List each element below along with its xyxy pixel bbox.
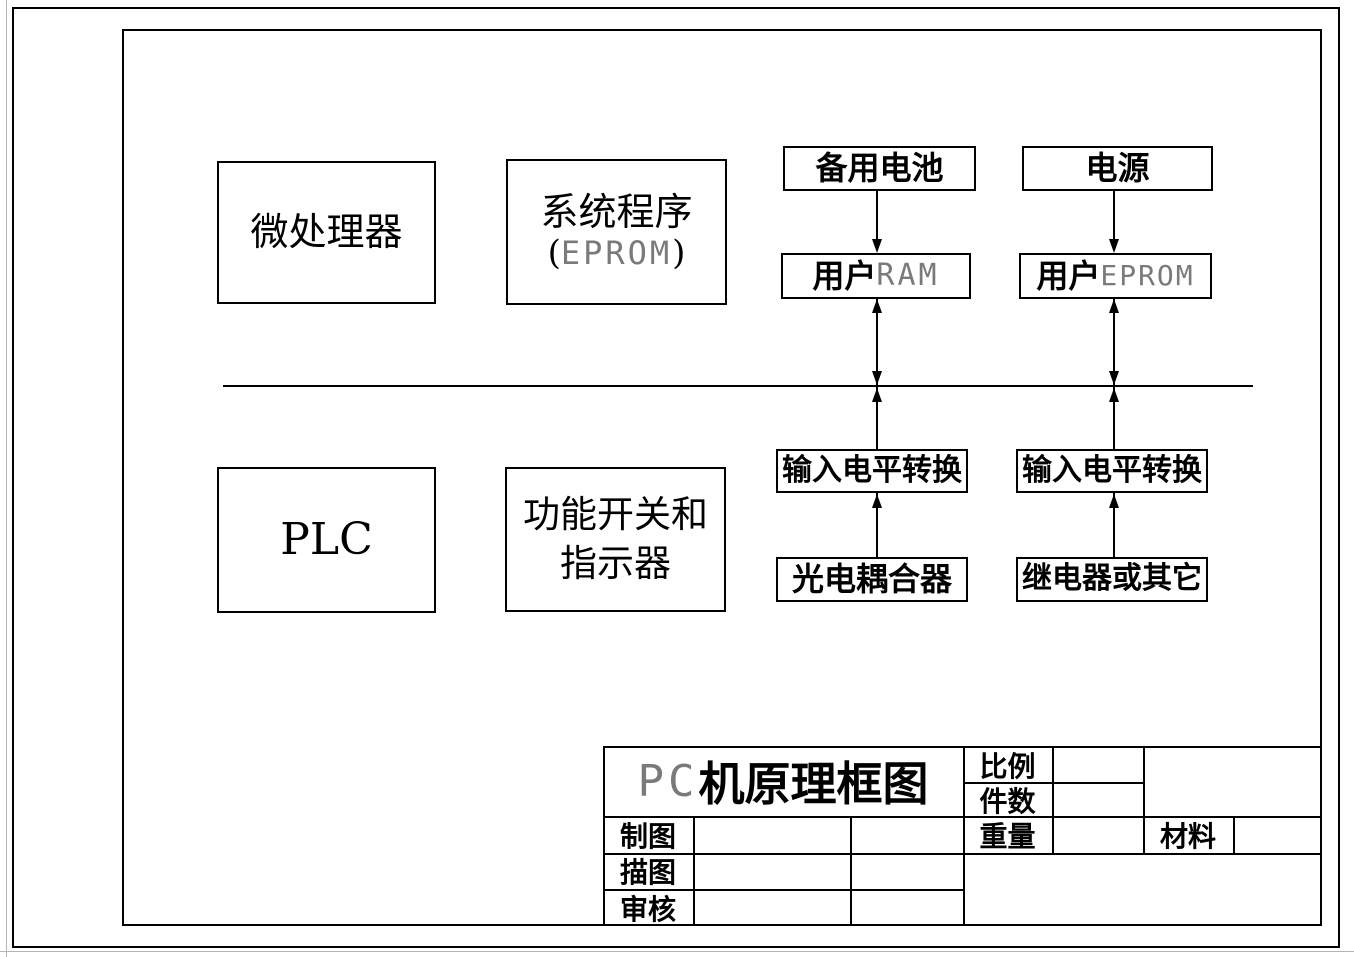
block-backup-battery: 备用电池 [783, 146, 976, 191]
label-text: 审核 [619, 893, 676, 925]
arrowhead-up-icon [1109, 388, 1119, 402]
eprom-text: EPROM [1100, 258, 1195, 292]
sheet-outer-border [12, 7, 1340, 948]
drawing-frame [122, 29, 1322, 926]
block-label: 功能开关和 [523, 493, 708, 537]
block-label: 系统程序 [540, 189, 693, 234]
titleblock-line [603, 816, 1322, 818]
arrowhead-down-icon [1109, 371, 1119, 385]
titleblock-line [603, 746, 605, 926]
block-photocoupler: 光电耦合器 [776, 557, 968, 602]
titleblock-drawn-label: 制图 [603, 817, 693, 853]
label-text: 制图 [619, 821, 676, 852]
block-label: 输入电平转换 [782, 452, 962, 488]
titleblock-line [603, 746, 1322, 748]
connector-line [1113, 493, 1115, 557]
arrowhead-up-icon [872, 299, 882, 313]
titleblock-line [603, 889, 963, 891]
arrowhead-down-icon [872, 371, 882, 385]
block-microprocessor: 微处理器 [217, 161, 436, 304]
block-label: 继电器或其它 [1022, 561, 1202, 597]
connector-line [876, 387, 878, 449]
block-relay-or-other: 继电器或其它 [1016, 557, 1208, 602]
titleblock-line [693, 816, 695, 926]
titleblock-material-value [1235, 817, 1320, 853]
titleblock-weight-label: 重量 [963, 817, 1052, 853]
arrowhead-up-icon [1109, 494, 1119, 508]
titleblock-line [1143, 746, 1145, 855]
ram-text: RAM [876, 257, 940, 293]
block-label: 指示器 [560, 541, 671, 585]
block-label: 备用电池 [815, 149, 944, 188]
block-label: 微处理器 [250, 209, 403, 254]
eprom-text: EPROM [560, 234, 673, 273]
titleblock-line [1233, 816, 1235, 855]
drawing-title-cjk: 机原理框图 [698, 757, 929, 811]
connector-line [876, 493, 878, 557]
titleblock-traced-label: 描图 [603, 853, 693, 889]
connector-line [876, 191, 878, 241]
connector-line [1113, 191, 1115, 241]
titleblock-scale-label: 比例 [963, 747, 1052, 782]
label-text: 比例 [979, 750, 1036, 782]
page-edge-line [6, 0, 7, 957]
label-text: 材料 [1159, 821, 1216, 852]
block-input-level-right: 输入电平转换 [1016, 449, 1208, 493]
arrowhead-up-icon [1109, 299, 1119, 313]
page-edge-line [0, 951, 1354, 952]
block-label: PLC [280, 513, 373, 565]
block-power-supply: 电源 [1022, 146, 1213, 191]
paren-open: ( [547, 233, 561, 274]
titleblock-material-label: 材料 [1143, 817, 1233, 853]
block-input-level-left: 输入电平转换 [776, 449, 968, 493]
block-label-cjk: 用户 [812, 257, 877, 294]
titleblock-line [603, 853, 1322, 855]
label-text: 重量 [979, 821, 1036, 852]
titleblock-line [850, 816, 852, 926]
block-plc: PLC [217, 467, 436, 613]
block-label: 输入电平转换 [1022, 452, 1202, 488]
drawing-title-latin: PC [637, 755, 699, 807]
block-label: 光电耦合器 [791, 560, 952, 599]
titleblock-quantity-label: 件数 [963, 783, 1052, 817]
connector-line [1113, 299, 1115, 385]
titleblock-checked-label: 审核 [603, 889, 693, 926]
titleblock-scale-value [1054, 747, 1143, 782]
label-text: 件数 [979, 785, 1036, 817]
titleblock-line [963, 746, 965, 926]
connector-line [876, 299, 878, 385]
arrowhead-down-icon [1109, 239, 1119, 253]
system-bus-line [223, 385, 1253, 387]
block-label-cjk: 用户 [1036, 257, 1101, 294]
block-sublabel: (EPROM) [548, 234, 686, 273]
block-function-switch: 功能开关和 指示器 [505, 467, 726, 612]
arrowhead-down-icon [872, 239, 882, 253]
paren-close: ) [672, 233, 686, 274]
block-system-program: 系统程序 (EPROM) [506, 159, 727, 305]
label-text: 描图 [619, 857, 676, 888]
titleblock-weight-value [1054, 817, 1143, 853]
titleblock-quantity-value [1054, 783, 1143, 816]
titleblock-line [1052, 746, 1054, 855]
block-label: 电源 [1085, 149, 1150, 188]
arrowhead-up-icon [872, 494, 882, 508]
arrowhead-up-icon [872, 388, 882, 402]
connector-line [1113, 387, 1115, 449]
